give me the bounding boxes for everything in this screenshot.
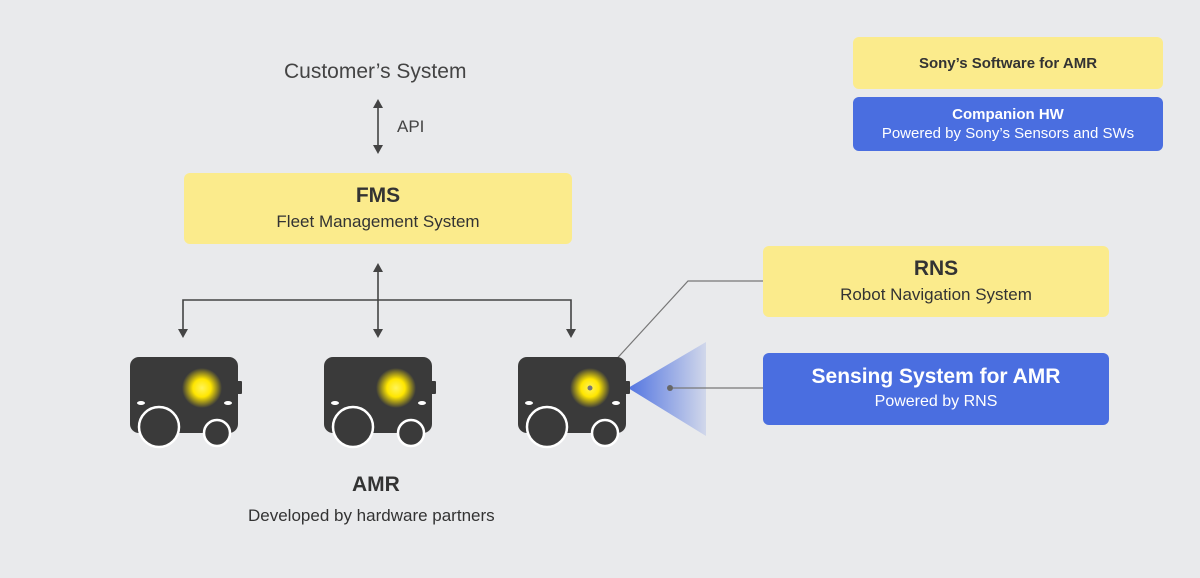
sensing-system-box: Sensing System for AMR Powered by RNS — [763, 353, 1109, 425]
amr-robot-2 — [324, 357, 436, 449]
sensing-title: Sensing System for AMR — [811, 365, 1061, 388]
api-label: API — [397, 117, 425, 136]
amr-title: AMR — [352, 473, 400, 496]
rns-box: RNS Robot Navigation System — [763, 246, 1109, 317]
amr-subtitle: Developed by hardware partners — [248, 506, 495, 525]
rns-pointer-line — [589, 280, 764, 389]
legend-companion-title: Companion HW — [952, 106, 1064, 123]
rns-subtitle: Robot Navigation System — [840, 284, 1032, 304]
legend-companion-subtitle: Powered by Sony’s Sensors and SWs — [881, 125, 1135, 142]
fms-subtitle: Fleet Management System — [276, 211, 480, 231]
amr-robot-1 — [130, 357, 242, 449]
rns-title: RNS — [913, 256, 959, 280]
amr-robot-3 — [518, 357, 630, 449]
legend-software-label: Sony’s Software for AMR — [918, 54, 1098, 72]
sensor-beam — [628, 342, 764, 436]
sensing-subtitle: Powered by RNS — [874, 393, 998, 410]
fms-title: FMS — [355, 183, 401, 207]
fms-box: FMS Fleet Management System — [184, 173, 572, 244]
legend-companion-box: Companion HW Powered by Sony’s Sensors a… — [853, 97, 1163, 151]
customer-system-label: Customer’s System — [284, 60, 467, 83]
api-arrow — [373, 99, 383, 154]
legend-software-box: Sony’s Software for AMR — [853, 37, 1163, 89]
fms-connector — [178, 263, 576, 338]
